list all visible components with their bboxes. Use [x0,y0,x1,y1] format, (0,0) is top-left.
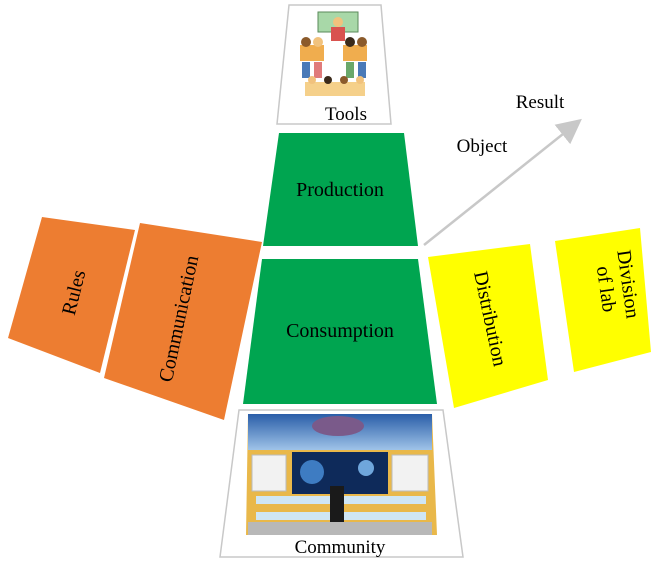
tools-node: Tools [276,4,392,125]
object-label: Object [457,136,508,157]
consumption-label: Consumption [286,320,394,342]
production-label: Production [296,179,384,201]
tools-label: Tools [325,104,367,125]
result-label: Result [516,92,565,113]
object-result-arrow [423,118,582,246]
community-label: Community [295,537,386,558]
communication-node: Communication [104,223,262,420]
community-node: Community [219,409,464,558]
consumption-node: Consumption [243,259,437,404]
distribution-node: Distribution [428,244,548,408]
production-node: Production [263,133,418,246]
classroom-illustration [300,11,367,96]
division-of-labour-node: Division of lab [555,228,651,372]
lab-room-photo [246,414,437,535]
rules-node: Rules [8,217,135,373]
